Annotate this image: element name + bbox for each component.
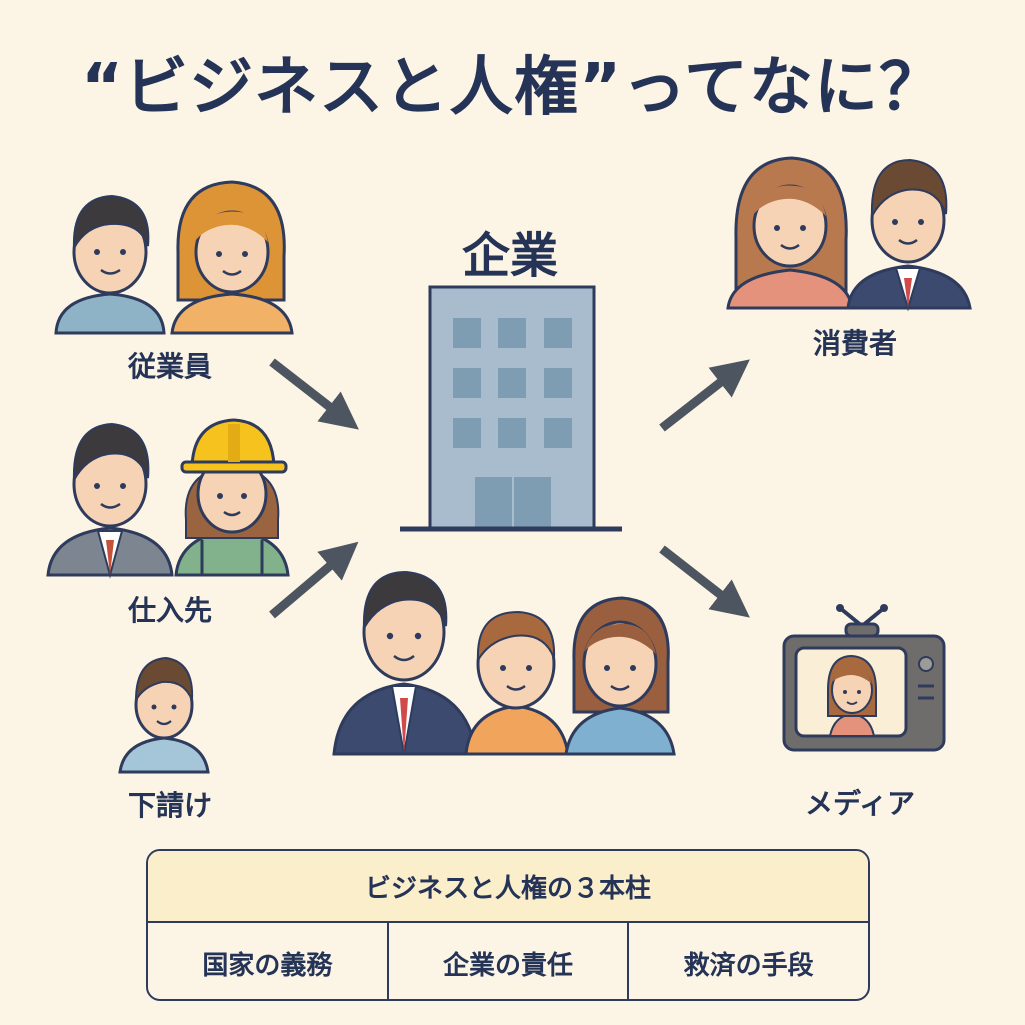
subcontractor-person-icon: [118, 656, 210, 774]
page-title: “ビジネスと人権”ってなに？: [81, 51, 944, 125]
subcontractors-label: 下請け: [127, 789, 212, 822]
three-pillars-row: 国家の義務 企業の責任 救済の手段: [148, 923, 868, 999]
stakeholder-businessman-icon: [332, 570, 478, 756]
three-pillars-panel: ビジネスと人権の３本柱 国家の義務 企業の責任 救済の手段: [146, 849, 870, 1001]
pillar-corporate-responsibility: 企業の責任: [389, 923, 630, 999]
media-label: メディア: [804, 787, 916, 820]
arrow-employees-to-company: [269, 358, 359, 430]
supplier-worker-helmet-icon: [174, 418, 290, 577]
company-building-icon: [400, 285, 622, 532]
company-label: 企業: [461, 228, 558, 284]
consumers-label: 消費者: [812, 327, 897, 360]
stakeholder-person-orange-icon: [464, 610, 570, 756]
tv-icon: [782, 604, 946, 752]
pillar-remedy-access: 救済の手段: [683, 950, 814, 981]
suppliers-label: 仕入先: [127, 594, 212, 627]
pillar-state-duty: 国家の義務: [148, 923, 389, 999]
employee-man-icon: [54, 194, 166, 335]
employees-label: 従業員: [127, 350, 212, 383]
arrow-company-to-consumers: [659, 359, 750, 432]
arrow-company-to-media: [659, 545, 750, 618]
arrow-suppliers-to-company: [269, 541, 359, 619]
consumer-businessman-icon: [846, 158, 972, 312]
consumer-woman-icon: [726, 156, 854, 310]
supplier-businessman-icon: [46, 422, 174, 579]
stakeholder-person-blue-icon: [564, 596, 676, 756]
employee-woman-icon: [170, 180, 294, 335]
three-pillars-heading: ビジネスと人権の３本柱: [148, 851, 868, 923]
